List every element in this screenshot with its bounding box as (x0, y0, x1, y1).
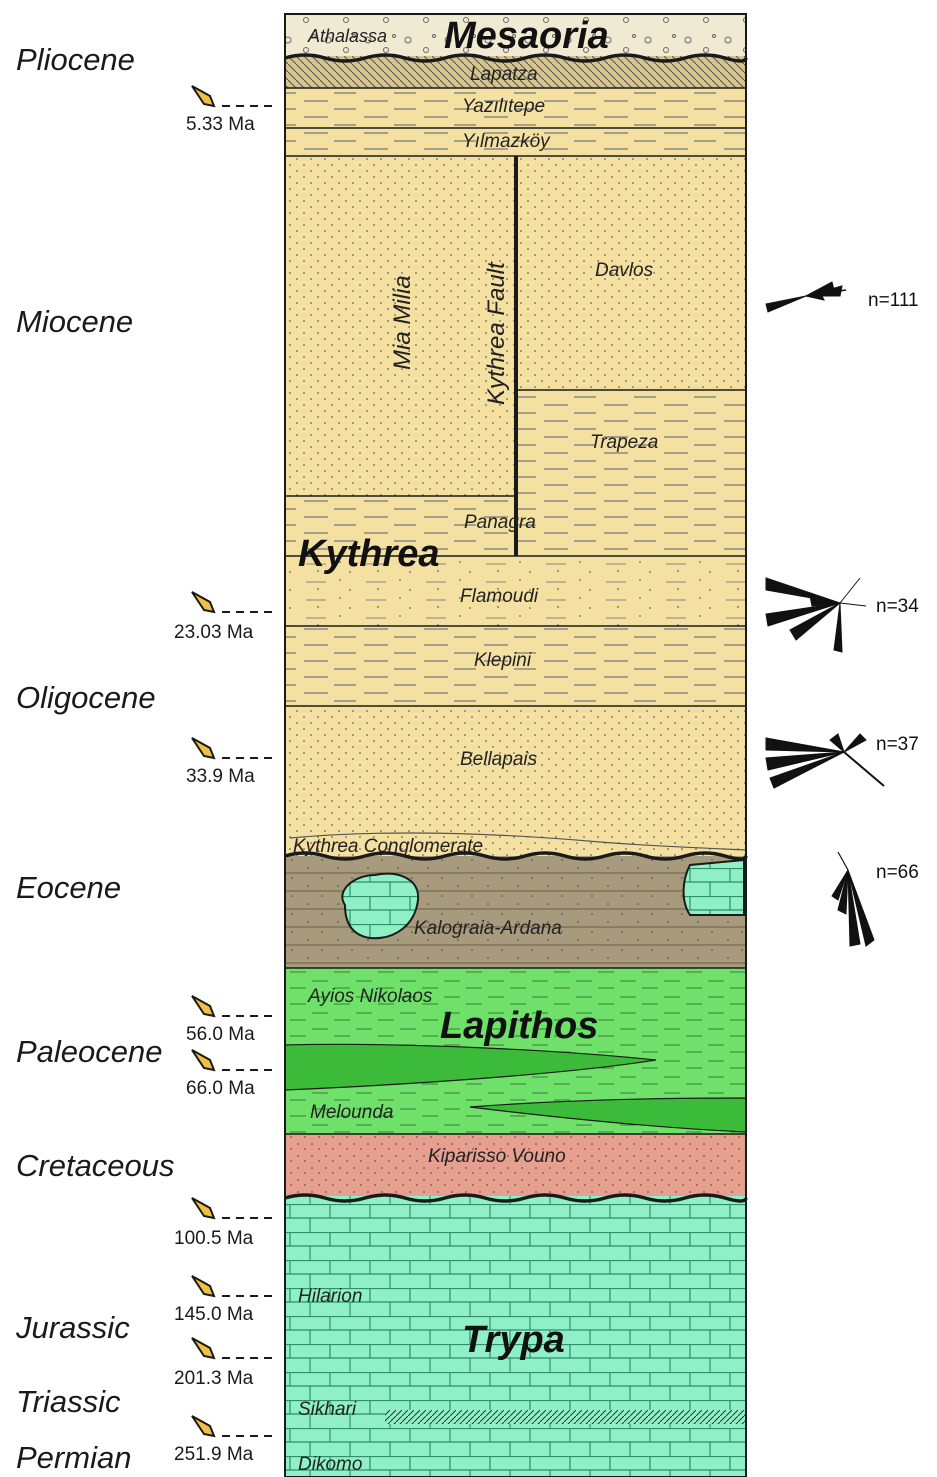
label-flamoudi: Flamoudi (460, 586, 539, 607)
svg-text:66.0 Ma: 66.0 Ma (186, 1078, 255, 1099)
label-lapatza: Lapatza (470, 64, 538, 85)
pick-hammer-icon (192, 996, 214, 1016)
limestone-block-right (684, 860, 744, 915)
epoch-jurassic: Jurassic (15, 1310, 130, 1345)
rose-count-1: n=111 (868, 290, 919, 311)
epoch-labels: Pliocene Miocene Oligocene Eocene Paleoc… (15, 42, 175, 1475)
label-ayios-nikolaos: Ayios Nikolaos (307, 986, 433, 1007)
svg-text:33.9 Ma: 33.9 Ma (186, 766, 255, 787)
rose-diagram-3: n=37 (766, 734, 919, 788)
epoch-cretaceous: Cretaceous (16, 1148, 175, 1183)
epoch-eocene: Eocene (16, 870, 121, 905)
label-kythrea-fault: Kythrea Fault (483, 261, 510, 405)
pick-hammer-icon (192, 1416, 214, 1436)
svg-text:5.33 Ma: 5.33 Ma (186, 114, 255, 135)
label-kiparisso-vouno: Kiparisso Vouno (428, 1146, 566, 1167)
rose-petals (766, 282, 842, 312)
label-kythrea: Kythrea (298, 533, 440, 575)
svg-text:23.03 Ma: 23.03 Ma (174, 622, 254, 643)
rose-petals (832, 870, 874, 946)
label-dikomo: Dikomo (298, 1454, 362, 1475)
label-mesaoria: Mesaoria (444, 15, 609, 57)
label-mia-milia: Mia Milia (389, 275, 416, 370)
epoch-pliocene: Pliocene (16, 42, 135, 77)
pick-hammer-icon (192, 1338, 214, 1358)
label-hilarion: Hilarion (298, 1286, 362, 1307)
age-marker-251-9: 251.9 Ma (174, 1416, 272, 1465)
label-sikhari: Sikhari (298, 1399, 357, 1420)
label-kalograia-ardana: Kalograia-Ardana (414, 918, 562, 939)
svg-text:201.3 Ma: 201.3 Ma (174, 1368, 254, 1389)
age-marker-33-9: 33.9 Ma (186, 738, 272, 787)
label-kythrea-conglomerate: Kythrea Conglomerate (293, 836, 483, 857)
epoch-oligocene: Oligocene (16, 680, 156, 715)
label-davlos: Davlos (595, 260, 654, 281)
pick-hammer-icon (192, 1050, 214, 1070)
rose-diagram-4: n=66 (832, 852, 919, 946)
age-marker-201-3: 201.3 Ma (174, 1338, 272, 1389)
svg-text:100.5 Ma: 100.5 Ma (174, 1228, 254, 1249)
pick-hammer-icon (192, 592, 214, 612)
label-lapithos: Lapithos (440, 1005, 598, 1047)
rose-diagram-2: n=34 (766, 578, 919, 652)
svg-text:56.0 Ma: 56.0 Ma (186, 1024, 255, 1045)
svg-text:145.0 Ma: 145.0 Ma (174, 1304, 254, 1325)
label-klepini: Klepini (474, 650, 532, 671)
epoch-triassic: Triassic (16, 1384, 121, 1419)
age-marker-56-0: 56.0 Ma (186, 996, 272, 1045)
rose-petals (766, 578, 842, 652)
rose-count-3: n=37 (876, 734, 919, 755)
label-yilmazkoy: Yılmazköy (462, 131, 551, 152)
label-yazilitepe: Yazılıtepe (462, 96, 545, 117)
age-marker-100-5: 100.5 Ma (174, 1198, 272, 1249)
rose-diagram-1: n=111 (766, 282, 919, 312)
pick-hammer-icon (192, 86, 214, 106)
rose-count-4: n=66 (876, 862, 919, 883)
label-bellapais: Bellapais (460, 749, 538, 770)
label-melounda: Melounda (310, 1102, 393, 1123)
column (285, 14, 746, 1477)
svg-text:251.9 Ma: 251.9 Ma (174, 1444, 254, 1465)
age-marker-23-03: 23.03 Ma (174, 592, 272, 643)
rose-diagrams: n=111 n=34 n=37 (766, 282, 919, 946)
age-marker-145-0: 145.0 Ma (174, 1276, 272, 1325)
rose-count-2: n=34 (876, 596, 919, 617)
pick-hammer-icon (192, 1276, 214, 1296)
pick-hammer-icon (192, 738, 214, 758)
rose-petals (766, 734, 866, 788)
epoch-miocene: Miocene (16, 304, 133, 339)
layer-sikhari-band (385, 1410, 746, 1424)
age-marker-66-0: 66.0 Ma (186, 1050, 272, 1099)
epoch-permian: Permian (16, 1440, 131, 1475)
label-trypa: Trypa (462, 1319, 565, 1361)
epoch-paleocene: Paleocene (16, 1034, 163, 1069)
label-trapeza: Trapeza (590, 432, 658, 453)
label-athalassa: Athalassa (307, 26, 387, 46)
age-markers: 5.33 Ma 23.03 Ma 33.9 Ma 56.0 Ma 66.0 Ma… (174, 86, 272, 1465)
label-panagra: Panagra (464, 512, 536, 533)
pick-hammer-icon (192, 1198, 214, 1218)
age-marker-5-33: 5.33 Ma (186, 86, 272, 135)
